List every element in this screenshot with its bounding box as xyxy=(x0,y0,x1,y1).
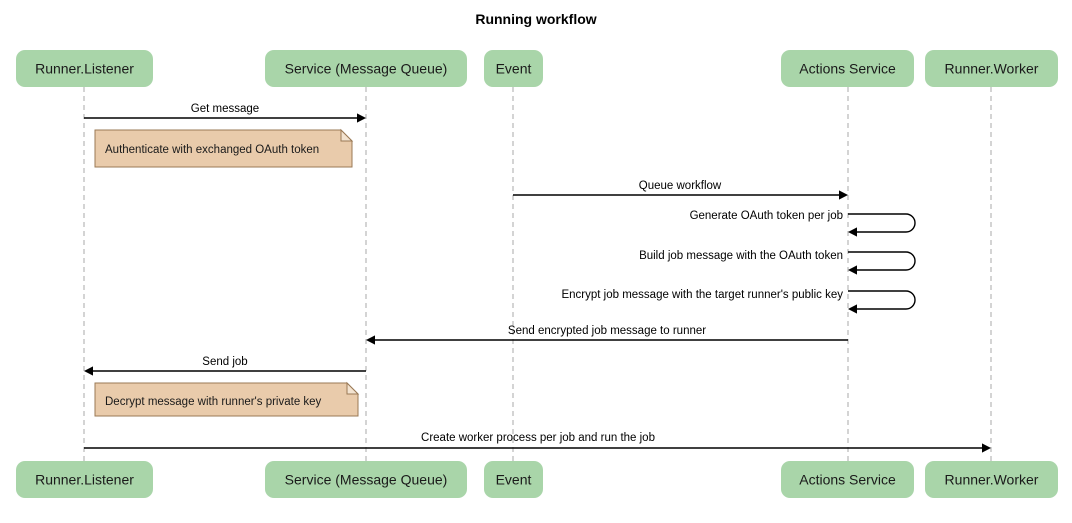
participant-runner-worker-footer[interactable]: Runner.Worker xyxy=(925,461,1058,498)
note-body xyxy=(94,129,353,168)
participant-runner-listener-header[interactable]: Runner.Listener xyxy=(16,50,153,87)
note-decrypt-note: Decrypt message with runner's private ke… xyxy=(94,381,360,417)
arrow-head xyxy=(839,190,848,200)
participant-label-runner-listener: Runner.Listener xyxy=(35,61,134,77)
message-generate-oauth-token-per-job[interactable]: Generate OAuth token per job xyxy=(690,210,916,237)
message-label: Create worker process per job and run th… xyxy=(421,432,655,444)
participant-label-actions-service: Actions Service xyxy=(799,61,896,77)
note-fold-corner-icon xyxy=(340,128,354,142)
arrow-head xyxy=(848,265,857,275)
participant-actions-service-header[interactable]: Actions Service xyxy=(781,50,914,87)
message-send-encrypted-job-message-to-runner[interactable]: Send encrypted job message to runner xyxy=(366,325,848,345)
participant-runner-worker-header[interactable]: Runner.Worker xyxy=(925,50,1058,87)
message-self-loop xyxy=(848,290,916,310)
diagram-title: Running workflow xyxy=(475,11,596,27)
participant-box-event[interactable] xyxy=(484,50,543,87)
message-self-loop xyxy=(848,251,916,271)
participant-runner-listener-footer[interactable]: Runner.Listener xyxy=(16,461,153,498)
arrow-head xyxy=(366,335,375,345)
arrow-head xyxy=(357,113,366,123)
message-label: Send job xyxy=(202,356,247,368)
message-build-job-message-with-the-oauth-token[interactable]: Build job message with the OAuth token xyxy=(639,250,916,275)
participant-label-runner-worker: Runner.Worker xyxy=(945,472,1039,488)
note-label: Decrypt message with runner's private ke… xyxy=(105,396,322,408)
participant-box-actions-service[interactable] xyxy=(781,50,914,87)
participant-label-event: Event xyxy=(496,472,532,488)
participant-label-event: Event xyxy=(496,61,532,77)
participant-service-message-queue-footer[interactable]: Service (Message Queue) xyxy=(265,461,467,498)
message-send-job[interactable]: Send job xyxy=(84,356,366,376)
participant-box-service-message-queue[interactable] xyxy=(265,50,467,87)
message-label: Build job message with the OAuth token xyxy=(639,250,843,262)
note-body xyxy=(94,382,359,417)
message-label: Send encrypted job message to runner xyxy=(508,325,706,337)
message-create-worker-process-per-job-and-run-the-job[interactable]: Create worker process per job and run th… xyxy=(84,432,991,453)
participant-label-runner-listener: Runner.Listener xyxy=(35,472,134,488)
participant-event-footer[interactable]: Event xyxy=(484,461,543,498)
arrow-head xyxy=(84,366,93,376)
participant-header-row: Runner.Listener Service (Message Queue) Ev… xyxy=(16,50,1058,87)
participant-actions-service-footer[interactable]: Actions Service xyxy=(781,461,914,498)
participant-box-service-message-queue[interactable] xyxy=(265,461,467,498)
participant-event-header[interactable]: Event xyxy=(484,50,543,87)
participant-service-message-queue-header[interactable]: Service (Message Queue) xyxy=(265,50,467,87)
participant-footer-row: Runner.Listener Service (Message Queue) Ev… xyxy=(16,461,1058,498)
participant-box-runner-worker[interactable] xyxy=(925,50,1058,87)
participant-label-actions-service: Actions Service xyxy=(799,472,896,488)
participant-box-runner-listener[interactable] xyxy=(16,461,153,498)
participant-box-runner-listener[interactable] xyxy=(16,50,153,87)
message-label: Queue workflow xyxy=(639,180,722,192)
message-self-loop xyxy=(848,213,916,233)
message-label: Get message xyxy=(191,103,259,115)
participant-label-runner-worker: Runner.Worker xyxy=(945,61,1039,77)
arrow-head xyxy=(848,304,857,314)
participant-label-service-message-queue: Service (Message Queue) xyxy=(285,61,448,77)
note-label: Authenticate with exchanged OAuth token xyxy=(105,144,319,156)
participant-box-actions-service[interactable] xyxy=(781,461,914,498)
arrow-head xyxy=(848,227,857,237)
message-encrypt-job-message-with-the-target-runners-public-key[interactable]: Encrypt job message with the target runn… xyxy=(561,289,916,314)
note-fold-corner-icon xyxy=(346,381,360,395)
message-get-message[interactable]: Get message xyxy=(84,103,366,123)
note-authenticate-note: Authenticate with exchanged OAuth token xyxy=(94,128,354,168)
message-queue-workflow[interactable]: Queue workflow xyxy=(513,180,848,200)
message-label: Generate OAuth token per job xyxy=(690,210,843,222)
message-label: Encrypt job message with the target runn… xyxy=(561,289,843,301)
participant-box-runner-worker[interactable] xyxy=(925,461,1058,498)
participant-box-event[interactable] xyxy=(484,461,543,498)
notes-group: Authenticate with exchanged OAuth tokenD… xyxy=(94,128,360,417)
arrow-head xyxy=(982,443,991,453)
participant-label-service-message-queue: Service (Message Queue) xyxy=(285,472,448,488)
